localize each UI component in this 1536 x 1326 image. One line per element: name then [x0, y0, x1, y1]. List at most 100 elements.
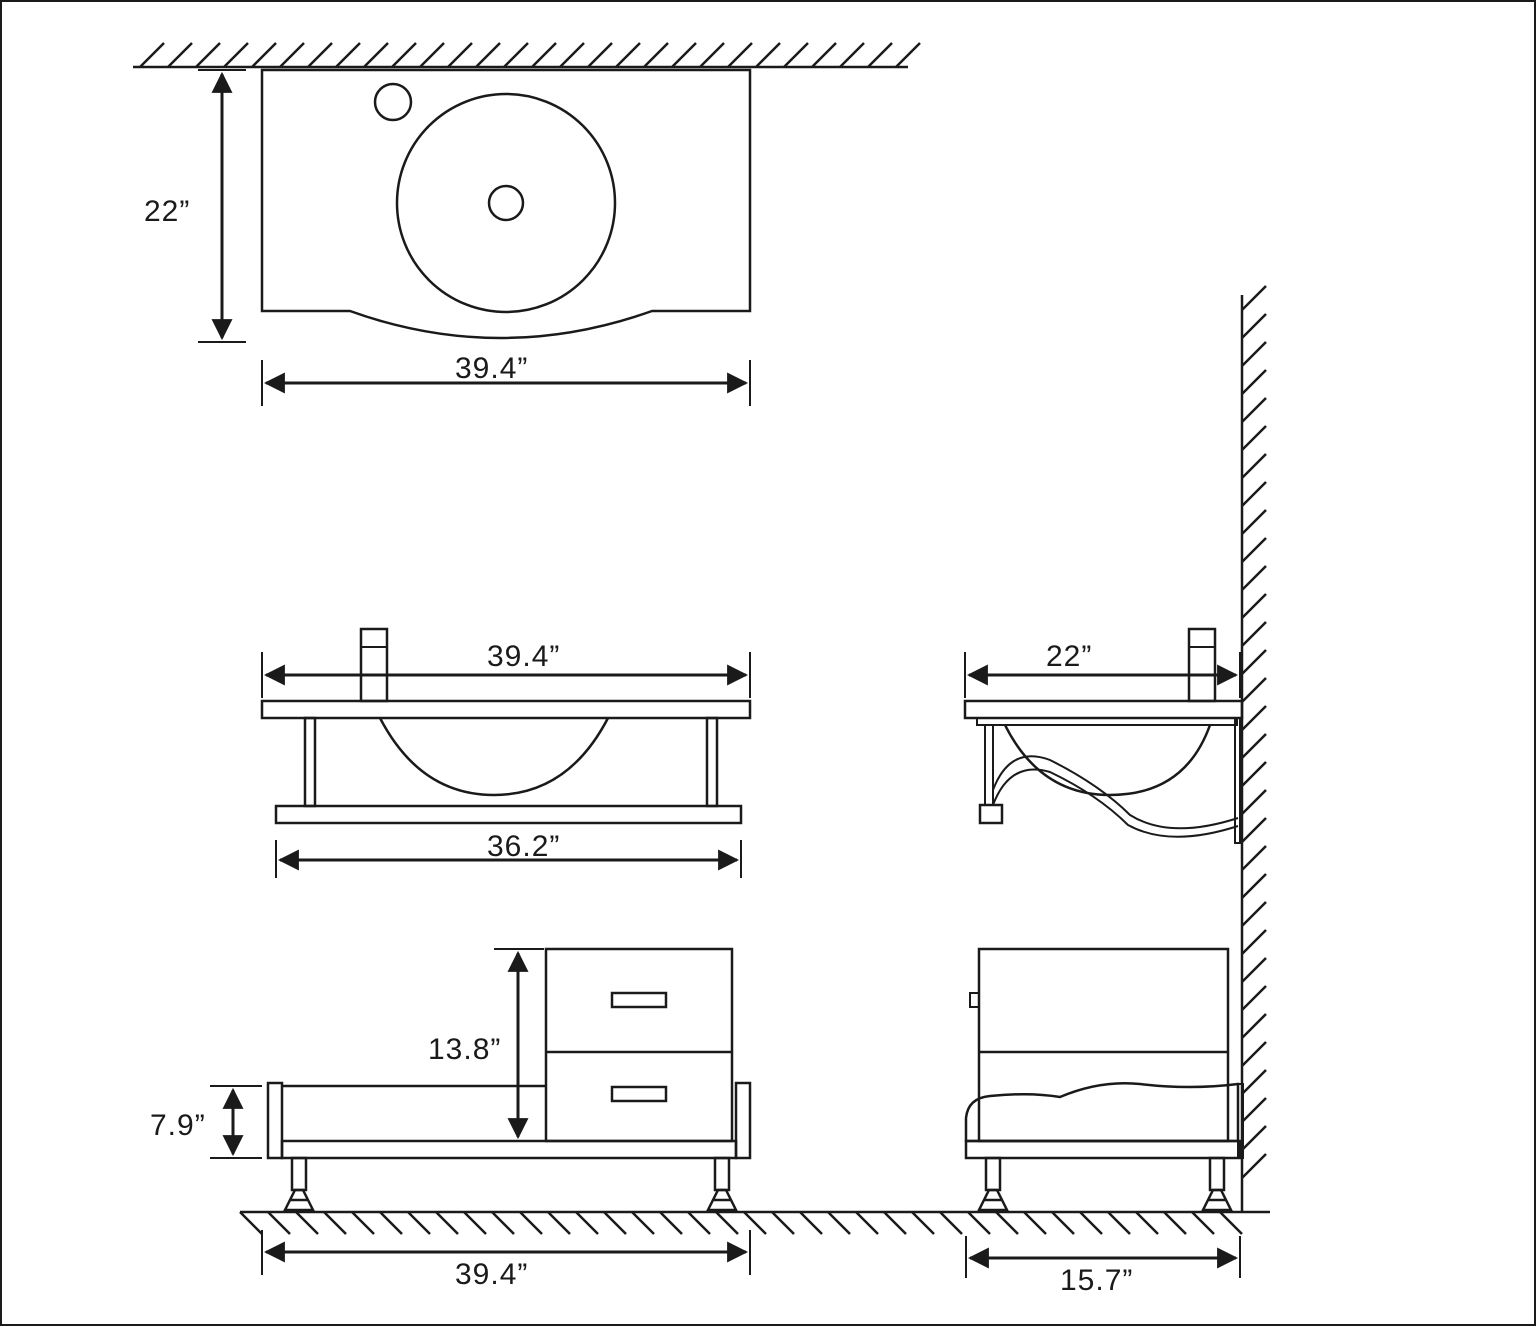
side-view-basin: 22”	[963, 627, 1244, 844]
countertop-outline	[260, 68, 752, 340]
basin-drain	[487, 184, 525, 222]
dim-side-top-depth: 22”	[964, 640, 1241, 698]
hatch-mark	[939, 1211, 963, 1235]
hatch-mark	[447, 42, 473, 68]
hatch-mark	[307, 42, 333, 68]
hatch-mark	[1241, 649, 1267, 675]
hatch-mark	[295, 1211, 319, 1235]
support-bracket-outer	[992, 755, 1239, 830]
label-drawer-height: 13.8”	[428, 1033, 501, 1066]
wall-mount-side	[1237, 1083, 1244, 1159]
bench-base	[280, 1139, 738, 1160]
basin-bowl-side	[1003, 724, 1212, 797]
hatch-mark	[351, 1211, 375, 1235]
hatch-mark	[1241, 565, 1267, 591]
drawer-handle-lower	[610, 1085, 668, 1103]
hatch-mark	[1241, 957, 1267, 983]
hatch-mark	[267, 1211, 291, 1235]
floor-hatch	[239, 1210, 1270, 1235]
hatch-mark	[1241, 341, 1267, 367]
label-bench-height: 7.9”	[150, 1109, 206, 1142]
foot-left	[282, 1188, 316, 1212]
hatch-mark	[1163, 1211, 1187, 1235]
dim-drawer-height: 13.8”	[428, 948, 544, 1142]
hatch-mark	[631, 1211, 655, 1235]
drawer-handle-upper	[610, 991, 668, 1009]
hatch-mark	[1051, 1211, 1075, 1235]
cushion-side	[964, 1081, 1240, 1143]
hatch-mark	[1241, 1069, 1267, 1095]
hatch-mark	[519, 1211, 543, 1235]
foot-right	[705, 1188, 739, 1212]
hatch-mark	[1241, 1041, 1267, 1067]
hatch-mark	[1241, 733, 1267, 759]
hatch-mark	[799, 1211, 823, 1235]
hatch-mark	[559, 42, 585, 68]
hatch-mark	[1241, 789, 1267, 815]
hatch-mark	[783, 42, 809, 68]
hatch-mark	[1241, 1125, 1267, 1151]
hatch-mark	[419, 42, 445, 68]
hatch-mark	[643, 42, 669, 68]
hatch-mark	[475, 42, 501, 68]
front-leg-side	[984, 724, 994, 806]
hatch-mark	[391, 42, 417, 68]
front-view-cabinet: 13.8” 7.9” 39.4”	[150, 947, 752, 1291]
hatch-mark	[223, 42, 249, 68]
lower-shelf-front	[274, 804, 743, 825]
side-view-cabinet: 15.7”	[964, 947, 1244, 1297]
leg-side-front	[984, 1156, 1002, 1192]
dim-bench-height: 7.9”	[150, 1085, 262, 1159]
basin-bowl-front	[378, 717, 610, 797]
hatch-mark	[1241, 369, 1267, 395]
left-post-front	[303, 716, 317, 808]
hatch-mark	[1241, 1153, 1267, 1179]
hatch-mark	[1241, 537, 1267, 563]
hatch-mark	[699, 42, 725, 68]
leg-right	[713, 1156, 731, 1192]
hatch-mark	[1241, 873, 1267, 899]
hatch-mark	[715, 1211, 739, 1235]
hatch-mark	[687, 1211, 711, 1235]
hatch-mark	[463, 1211, 487, 1235]
hatch-mark	[503, 42, 529, 68]
hatch-mark	[407, 1211, 431, 1235]
hatch-mark	[1079, 1211, 1103, 1235]
dim-top-depth: 22”	[144, 69, 246, 343]
hatch-mark	[435, 1211, 459, 1235]
hatch-mark	[895, 42, 921, 68]
hatch-mark	[363, 42, 389, 68]
hatch-mark	[839, 42, 865, 68]
label-floor-width: 39.4”	[455, 1258, 528, 1291]
hatch-mark	[1241, 677, 1267, 703]
drawer-unit-side	[977, 947, 1230, 1143]
hatch-mark	[855, 1211, 879, 1235]
hatch-mark	[251, 42, 277, 68]
label-front-shelf-width: 36.2”	[487, 830, 560, 863]
hatch-mark	[167, 42, 193, 68]
faucet-front	[359, 627, 389, 703]
hatch-mark	[379, 1211, 403, 1235]
drawer-knob-side	[969, 992, 980, 1008]
leg-left	[290, 1156, 308, 1192]
hatch-mark	[1241, 1013, 1267, 1039]
hatch-mark	[1241, 1097, 1267, 1123]
label-top-depth: 22”	[144, 195, 190, 228]
hatch-mark	[1241, 509, 1267, 535]
hatch-mark	[771, 1211, 795, 1235]
faucet-side	[1187, 627, 1217, 703]
hatch-mark	[587, 42, 613, 68]
bench-end-left	[266, 1081, 284, 1160]
hatch-mark	[335, 42, 361, 68]
dim-floor-width: 39.4”	[261, 1230, 751, 1291]
hatch-mark	[911, 1211, 935, 1235]
hatch-mark	[531, 42, 557, 68]
label-side-floor-depth: 15.7”	[1060, 1264, 1133, 1297]
hatch-mark	[743, 1211, 767, 1235]
hatch-mark	[1241, 761, 1267, 787]
top-rim-side	[976, 717, 1238, 726]
hatch-mark	[755, 42, 781, 68]
hatch-mark	[1241, 621, 1267, 647]
hatch-mark	[323, 1211, 347, 1235]
